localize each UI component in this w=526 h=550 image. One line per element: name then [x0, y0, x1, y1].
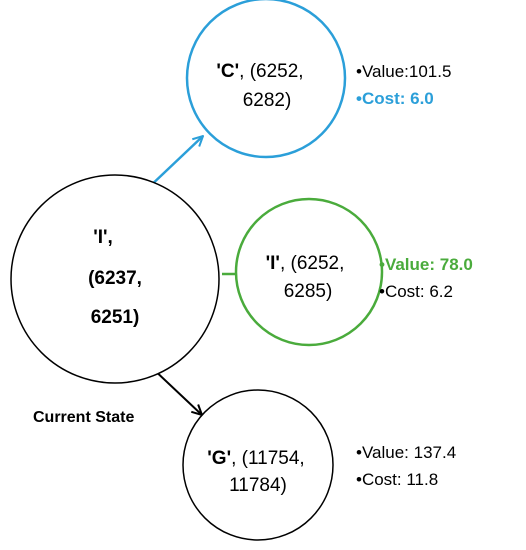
current-state-label: 'I', [93, 227, 113, 248]
node-i-line-1: 'I', (6252, [266, 253, 345, 274]
edge-current-to-c [145, 136, 203, 191]
current-state-coord-2: 6251) [91, 307, 140, 328]
node-c [185, 0, 347, 159]
node-c-value: •Value:101.5 [356, 62, 452, 81]
node-c-attributes: •Value:101.5 •Cost: 6.0 [356, 58, 451, 112]
current-state-node [10, 174, 220, 384]
node-g-value: •Value: 137.4 [356, 443, 457, 462]
node-c-line-2: 6282) [243, 90, 292, 111]
node-i-line-2: 6285) [284, 281, 333, 302]
node-g-cost: •Cost: 11.8 [356, 470, 439, 489]
node-i-cost: •Cost: 6.2 [379, 282, 453, 301]
node-i-value: •Value: 78.0 [379, 255, 473, 274]
node-c-cost: •Cost: 6.0 [356, 89, 434, 108]
node-g-line-1: 'G', (11754, [207, 448, 304, 469]
node-g-attributes: •Value: 137.4 •Cost: 11.8 [356, 439, 456, 493]
node-g [182, 389, 334, 541]
current-state-coord-1: (6237, [88, 268, 142, 289]
node-i [234, 197, 384, 347]
node-g-line-2: 11784) [229, 475, 287, 496]
node-c-line-1: 'C', (6252, [216, 61, 303, 82]
current-state-caption: Current State [33, 409, 135, 426]
node-i-attributes: •Value: 78.0 •Cost: 6.2 [379, 251, 473, 305]
